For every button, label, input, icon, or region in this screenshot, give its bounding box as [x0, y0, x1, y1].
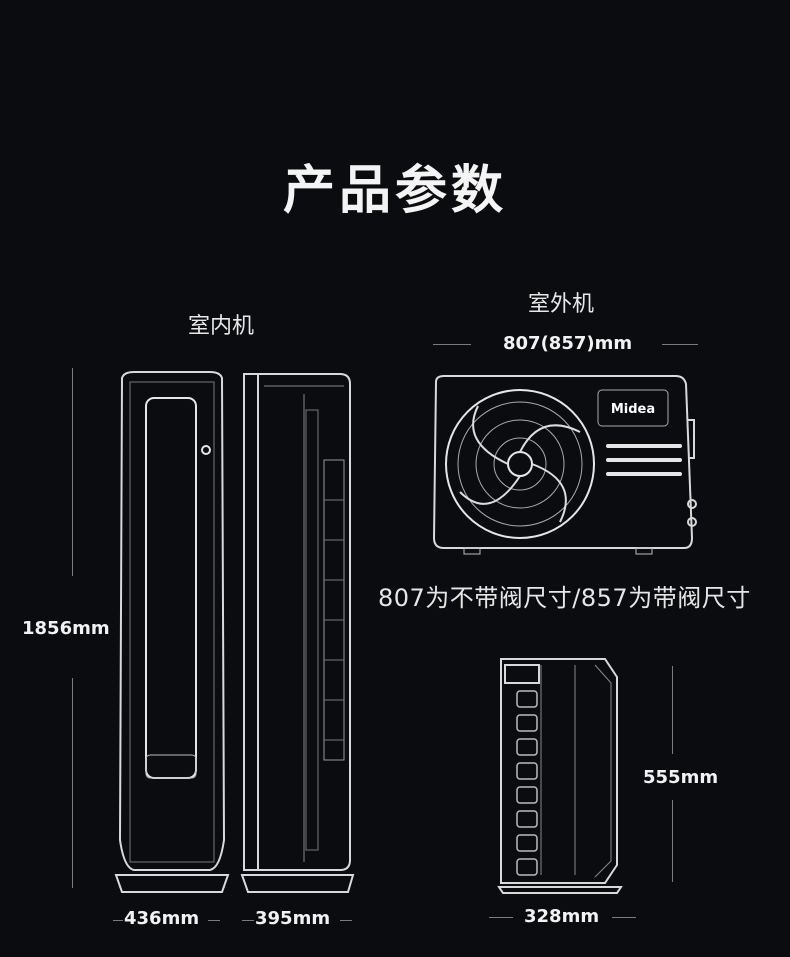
indoor-side-width-line-right [340, 920, 352, 921]
indoor-height-line-top [72, 368, 73, 576]
fan-icon [445, 389, 595, 539]
outdoor-width-label: 807(857)mm [503, 333, 633, 354]
page-title: 产品参数 [282, 161, 507, 221]
brand-logo-text: Midea [611, 402, 655, 417]
outdoor-depth-line-left [489, 917, 513, 918]
outdoor-height-line-bottom [672, 800, 673, 882]
indoor-side-width-label: 395mm [255, 908, 331, 929]
outdoor-unit-label: 室外机 [528, 292, 595, 317]
outdoor-height-line-top [672, 666, 673, 754]
outdoor-width-line-left [433, 344, 471, 345]
indoor-height-line-bottom [72, 678, 73, 888]
outdoor-unit-front-drawing: Midea [432, 375, 697, 555]
indoor-side-width-line-left [242, 920, 254, 921]
outdoor-height-label: 555mm [643, 767, 719, 788]
indoor-unit-front-drawing [114, 371, 230, 893]
outdoor-unit-side-drawing [497, 658, 623, 894]
indoor-unit-label: 室内机 [188, 314, 255, 339]
outdoor-width-line-right [662, 344, 698, 345]
outdoor-depth-line-right [612, 917, 636, 918]
indoor-height-label: 1856mm [22, 618, 110, 639]
indoor-unit-side-drawing [240, 373, 355, 893]
indoor-front-width-line-right [208, 920, 220, 921]
outdoor-size-note: 807为不带阀尺寸/857为带阀尺寸 [378, 584, 751, 612]
outdoor-depth-label: 328mm [524, 906, 600, 927]
indoor-front-width-line-left [113, 920, 123, 921]
indoor-front-width-label: 436mm [124, 908, 200, 929]
